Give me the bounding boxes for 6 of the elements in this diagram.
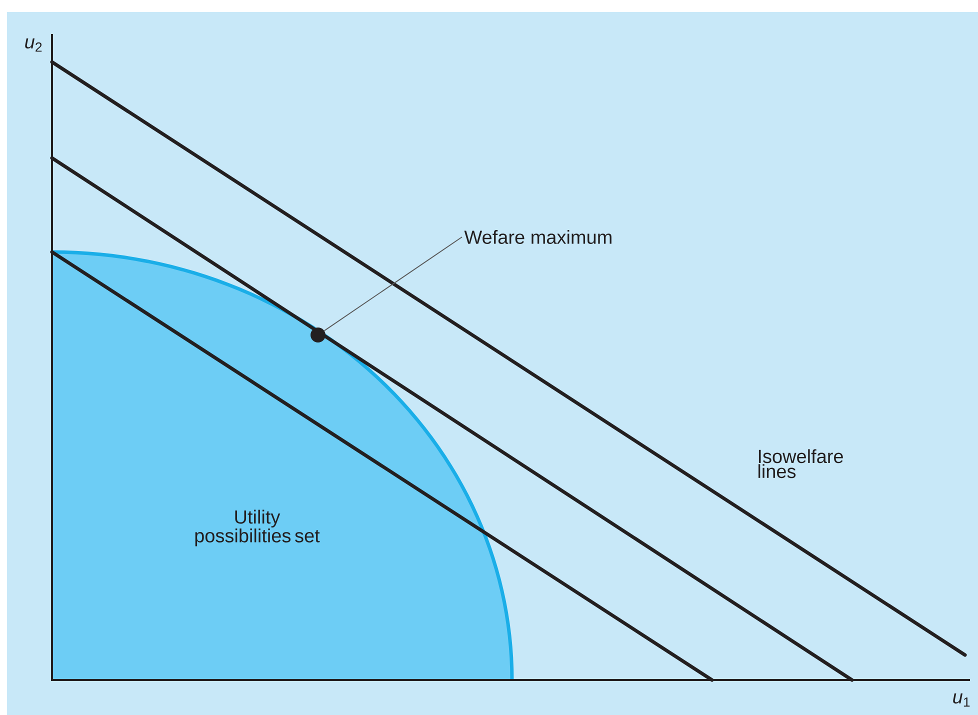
utility-set-region: Utility possibilities set — [52, 250, 514, 680]
leader-line — [324, 236, 462, 332]
callout-text: Wefare maximum — [464, 230, 612, 244]
axis-label: u$_{2}$ — [25, 38, 42, 52]
axis-label: u$_{1}$ — [953, 693, 970, 707]
series-label: Isowelfare lines — [758, 449, 843, 478]
